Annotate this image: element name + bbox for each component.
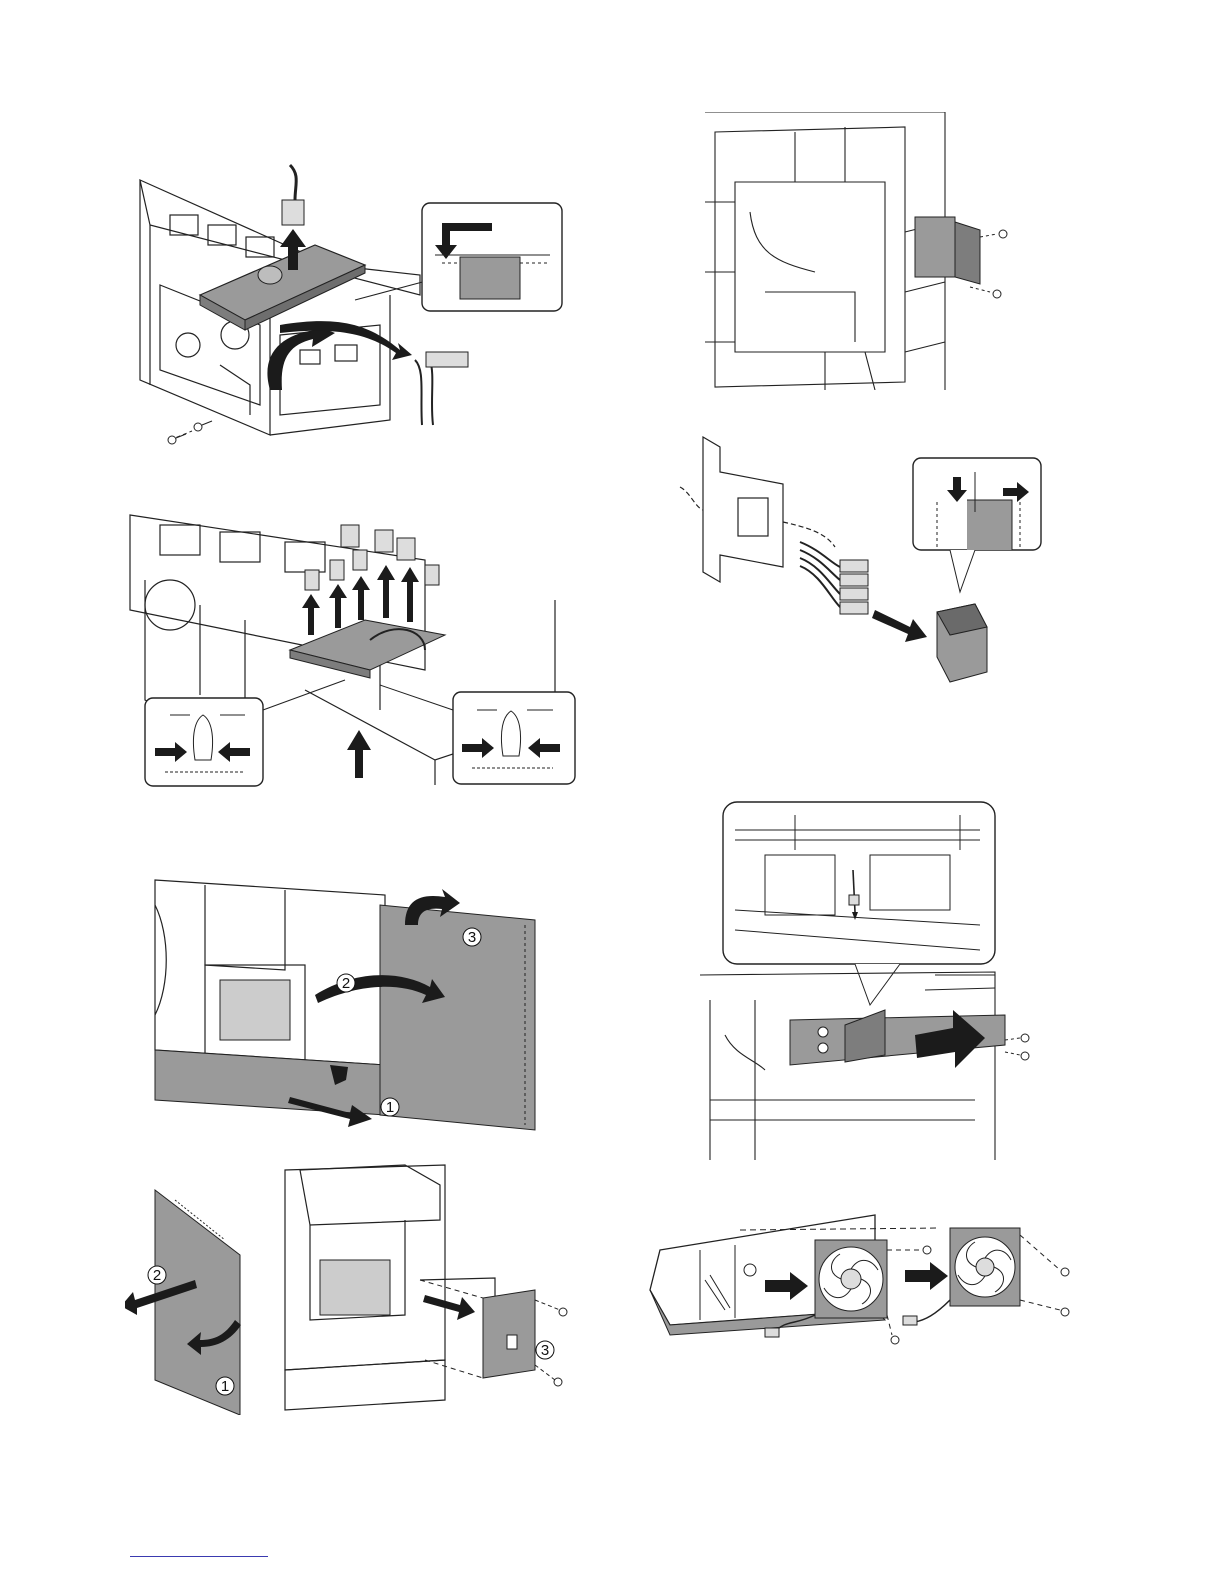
- switch-harness-illustration: [675, 432, 1050, 687]
- figure-side-cover-removal: 2 1 3: [125, 1160, 580, 1415]
- board-removal-illustration: [130, 155, 570, 460]
- frame-switch-illustration: [705, 112, 1015, 390]
- figure-frame-switch: [705, 112, 1015, 390]
- callout-number: 2: [153, 1267, 161, 1284]
- callout-number: 2: [342, 975, 350, 992]
- side-cover-illustration: 2 1 3: [125, 1160, 580, 1415]
- footer-rule: [130, 1556, 268, 1557]
- callout-number: 1: [221, 1378, 229, 1395]
- figure-fan-removal: [640, 1210, 1080, 1360]
- callout-number: 1: [386, 1099, 394, 1116]
- fan-duct-illustration: [695, 800, 1040, 1160]
- figure-switch-harness: [675, 432, 1050, 687]
- fan-removal-illustration: [640, 1210, 1080, 1360]
- pwb-connectors-illustration: [125, 510, 580, 790]
- figure-fan-duct: [695, 800, 1040, 1160]
- front-door-illustration: 3 2 1: [150, 875, 550, 1135]
- figure-board-removal: [130, 155, 570, 460]
- figure-pwb-connectors: [125, 510, 580, 790]
- figure-front-door-open: 3 2 1: [150, 875, 550, 1135]
- callout-number: 3: [541, 1342, 549, 1359]
- callout-number: 3: [468, 929, 476, 946]
